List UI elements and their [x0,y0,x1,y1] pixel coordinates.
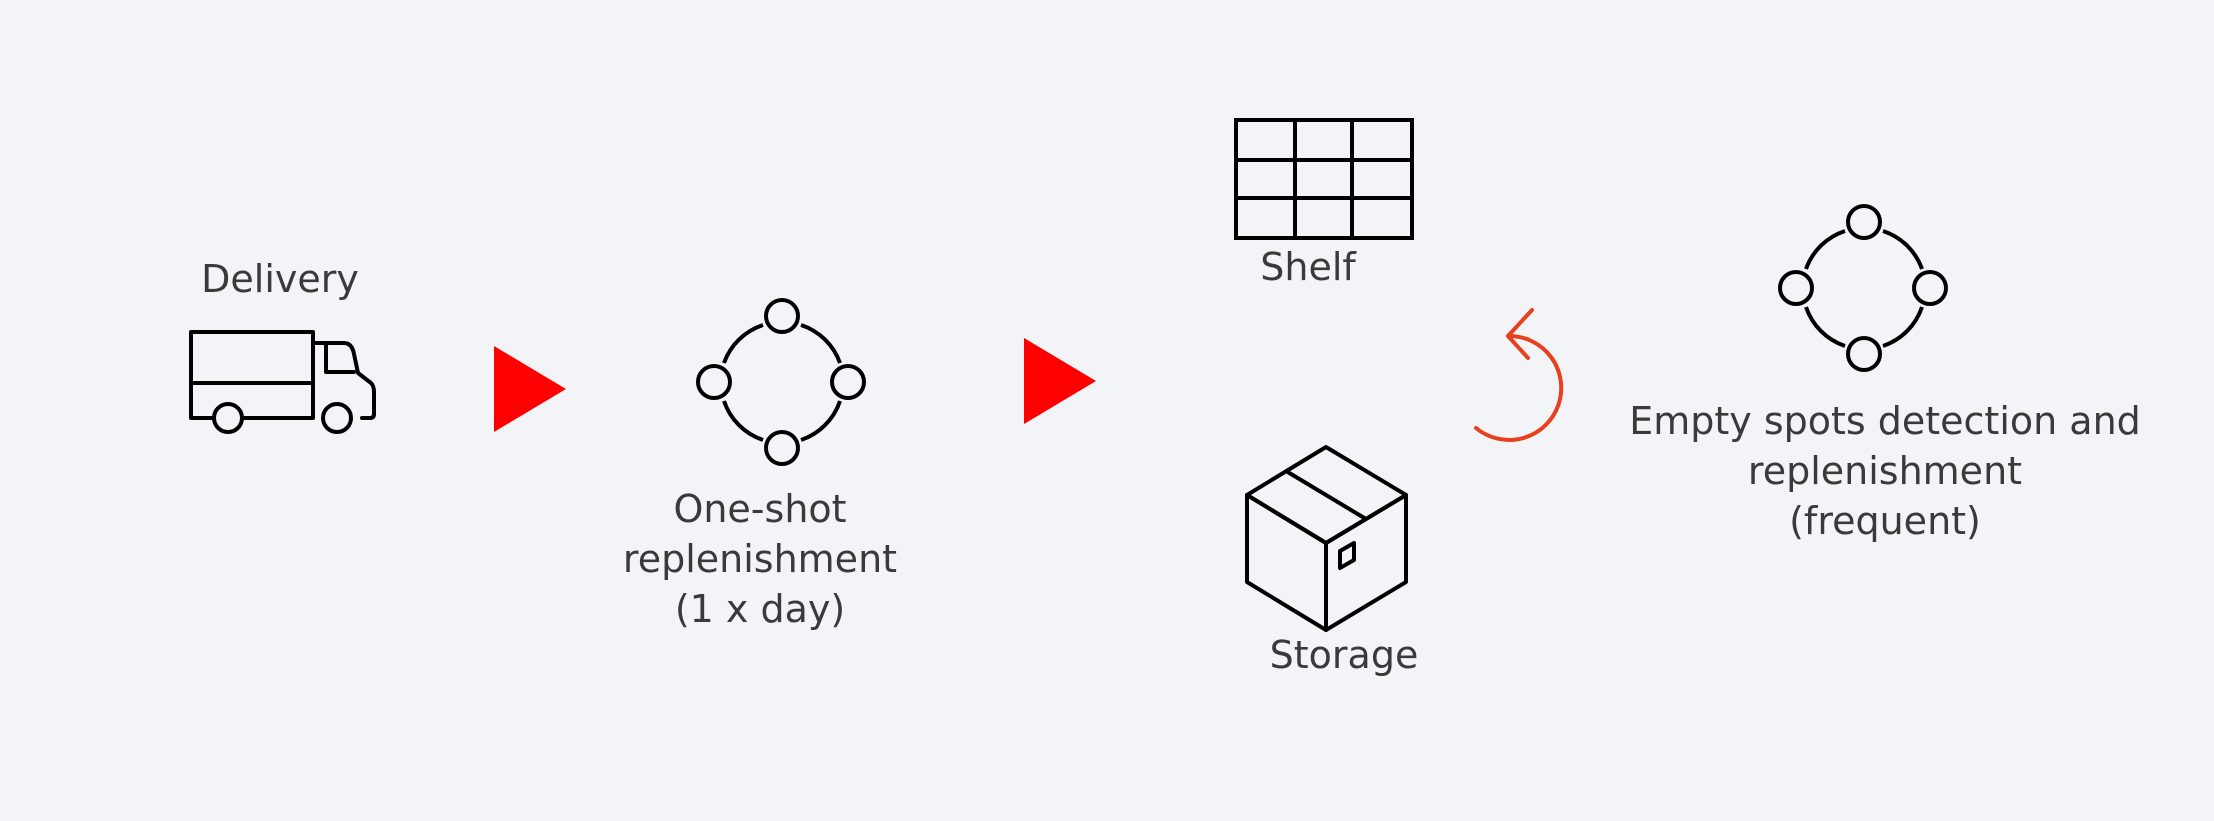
shelf-label: Shelf [1260,245,1356,289]
storage-label: Storage [1269,633,1419,677]
cycle-nodes-icon [696,296,868,468]
one-shot-line-1: One-shot [673,487,847,531]
flow-arrow-1 [494,346,568,432]
cycle-nodes-icon-2 [1778,202,1950,374]
empty-spots-line-1: Empty spots detection and [1629,399,2141,443]
one-shot-label: One-shot replenishment (1 x day) [600,484,920,634]
empty-spots-line-3: (frequent) [1789,499,1981,543]
delivery-label: Delivery [201,257,359,301]
empty-spots-line-2: replenishment [1747,449,2023,493]
empty-spots-label: Empty spots detection and replenishment … [1600,396,2170,546]
flow-arrow-2 [1024,338,1098,424]
one-shot-line-3: (1 x day) [674,587,846,631]
one-shot-line-2: replenishment [622,537,898,581]
truck-icon [188,328,378,434]
shelf-grid-icon [1234,118,1414,240]
box-icon [1244,444,1408,634]
loop-arrow-icon [1470,306,1580,456]
